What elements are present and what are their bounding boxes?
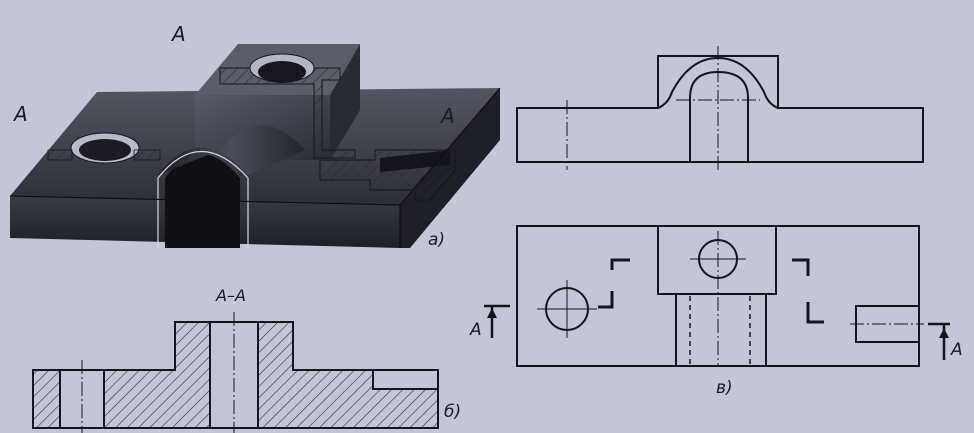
- iso-label-a-right: A: [441, 104, 455, 128]
- boss-hole: [258, 61, 306, 83]
- section-bracket-right-bottom: [806, 302, 824, 324]
- left-hole: [79, 139, 131, 161]
- cut-plane-left-arrow: [487, 308, 497, 318]
- front-view: [516, 46, 924, 170]
- section-bracket-left-top: [610, 258, 630, 270]
- left-cut-section: [47, 149, 73, 161]
- top-view-boss: [657, 225, 777, 295]
- section-title: А–А: [216, 286, 246, 305]
- panel-label-v: в): [716, 378, 733, 398]
- section-bracket-right-top: [792, 258, 810, 276]
- arch-surface: [158, 125, 305, 175]
- section-right-slot: [372, 369, 439, 390]
- cut-plane-left-marker: [484, 304, 510, 338]
- base-edges: [9, 87, 501, 248]
- cut-label-a-right: A: [951, 340, 963, 360]
- boss-side: [330, 44, 360, 160]
- cut-plane-right-arrow: [939, 328, 949, 338]
- front-view-arch-inner: [689, 70, 749, 162]
- section-bracket-left-bottom: [598, 291, 614, 309]
- iso-label-a-left: A: [14, 102, 28, 126]
- arch-outline: [157, 150, 249, 248]
- panel-label-a: а): [428, 230, 446, 250]
- top-view-right-slot: [855, 305, 919, 343]
- cut-label-a-left: A: [470, 320, 482, 340]
- section-view: [32, 312, 439, 433]
- cut-plane-right-marker: [928, 322, 950, 360]
- top-view: [484, 225, 950, 367]
- panel-label-b: б): [444, 402, 462, 422]
- iso-label-a-top: A: [172, 22, 186, 46]
- isometric-view: [9, 44, 501, 248]
- left-cut-section-2: [133, 149, 161, 161]
